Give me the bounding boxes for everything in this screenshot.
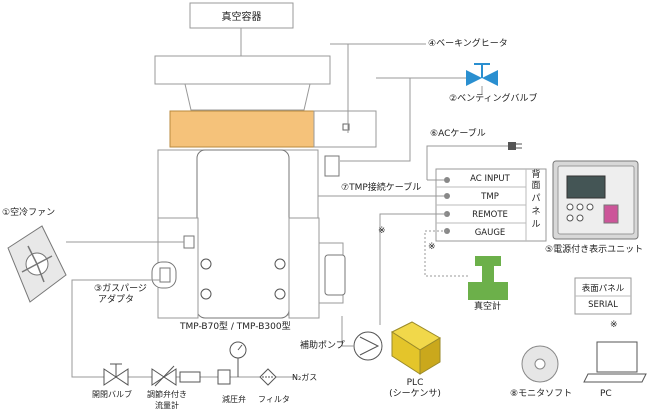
pump-flange (154, 55, 331, 85)
regulator-label: 減圧弁 (222, 395, 246, 404)
vacuum-gauge (475, 256, 501, 266)
back-panel-title-2: 面 (531, 181, 541, 191)
flow-meter-label-2: 流量計 (155, 401, 179, 410)
vent-valve (466, 70, 482, 86)
fan-label: ①空冷ファン (2, 208, 56, 218)
flow-meter-label-1: 調節弁付き (147, 390, 187, 399)
back-panel-title-1: 背 (531, 170, 541, 180)
front-panel-serial: SERIAL (588, 300, 618, 310)
back-panel-title-5: ル (531, 220, 541, 230)
gas-purge-label-1: ③ガスパージ (94, 284, 147, 294)
ac-cable-label: ⑥ACケーブル (430, 129, 486, 139)
n2-gas-label: N₂ガス (292, 373, 318, 382)
note-mark-gauge: ※ (428, 242, 436, 252)
back-panel-title-3: パ (531, 194, 541, 204)
vent-valve-label: ②ベンティングバルブ (449, 94, 538, 104)
note-mark-pc: ※ (610, 320, 618, 330)
port-tmp: TMP (481, 191, 499, 202)
monitor-soft-label: ⑧モニタソフト (510, 389, 573, 399)
chamber-label: 真空容器 (221, 12, 262, 23)
pc-label: PC (600, 389, 612, 399)
back-panel-title-4: ネ (531, 207, 541, 217)
plc-label-2: (シーケンサ) (389, 389, 441, 399)
pc (596, 341, 638, 373)
vacuum-gauge-label: 真空計 (474, 302, 502, 312)
port-gauge: GAUGE (474, 227, 506, 238)
aux-pump-label: 補助ポンプ (300, 341, 345, 351)
vacuum-chamber-box (189, 2, 294, 29)
gas-purge-label-2: アダプタ (98, 295, 135, 305)
pump-model-label: TMP-B70型 / TMP-B300型 (180, 322, 291, 332)
tmp-cable-label: ⑦TMP接続ケーブル (341, 183, 422, 193)
on-off-valve-label: 開閉バルブ (92, 390, 132, 399)
port-remote: REMOTE (472, 209, 508, 220)
front-panel-title: 表面パネル (581, 283, 625, 294)
plc-label-1: PLC (406, 378, 424, 388)
port-ac-input: AC INPUT (470, 173, 510, 184)
controller-unit-label: ⑤電源付き表示ユニット (545, 245, 644, 255)
note-mark-remote: ※ (378, 226, 386, 236)
heater-label: ④ベーキングヒータ (428, 39, 508, 49)
filter-label: フィルタ (258, 395, 290, 404)
baking-heater (169, 110, 315, 148)
